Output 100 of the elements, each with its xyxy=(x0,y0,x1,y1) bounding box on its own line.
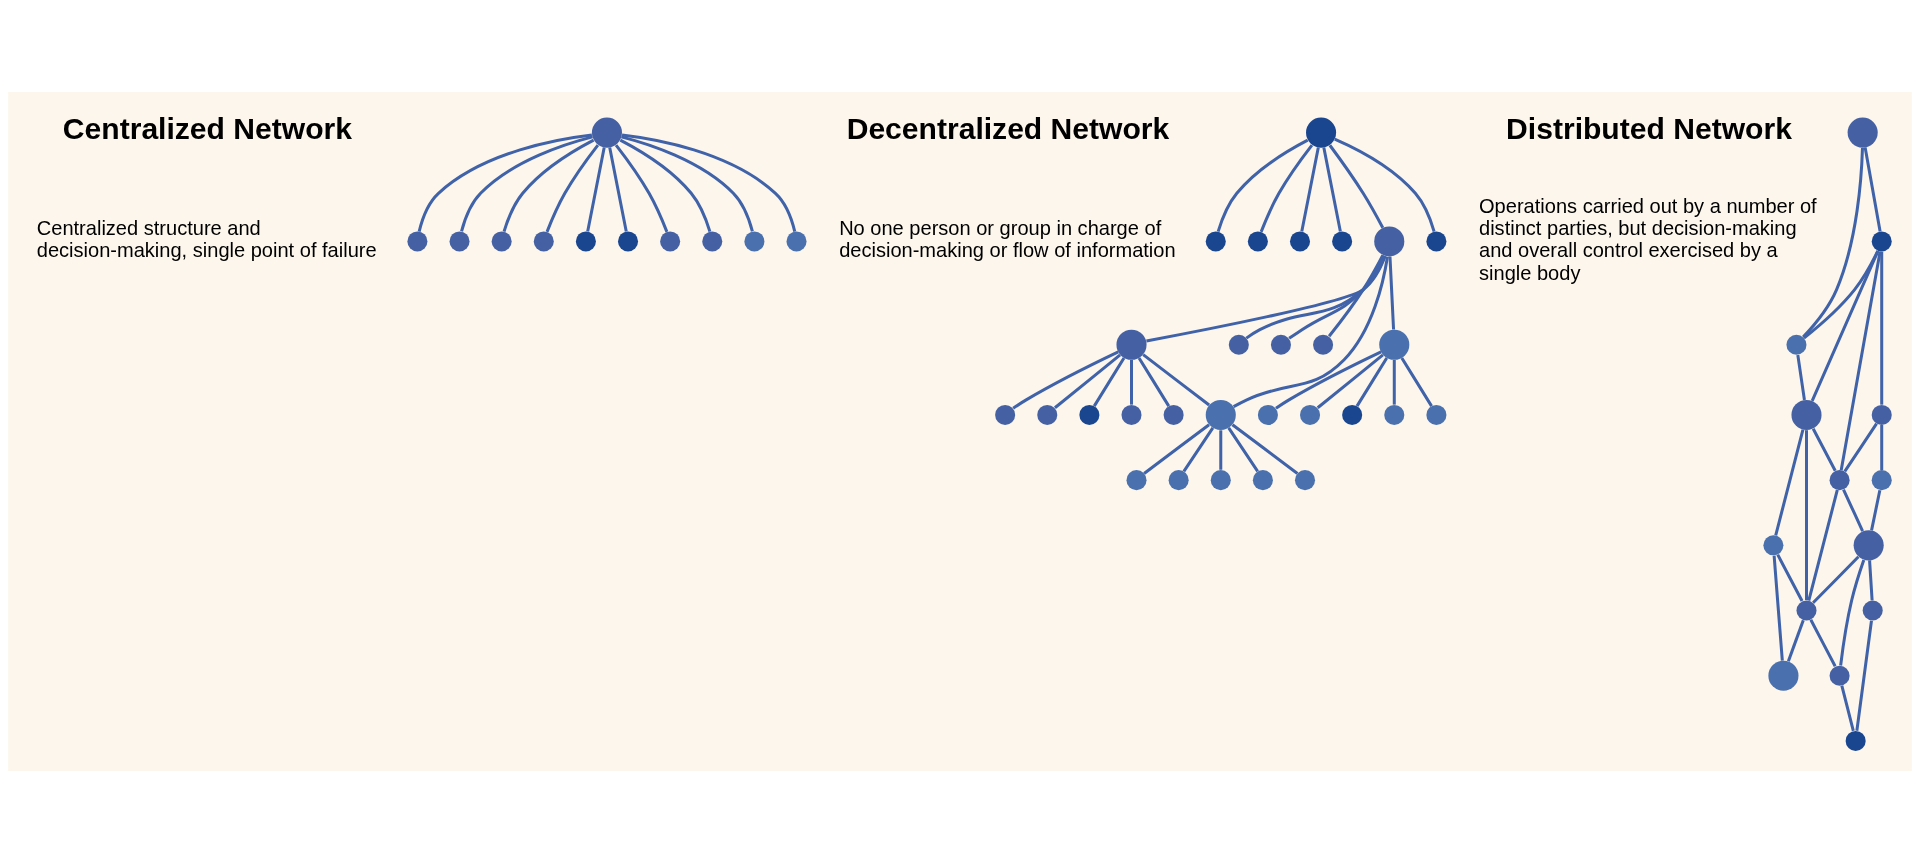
connector xyxy=(1216,138,1309,233)
node-circle xyxy=(1426,231,1447,252)
connector xyxy=(621,135,754,232)
connector xyxy=(619,138,712,233)
connector xyxy=(1092,357,1126,407)
connector xyxy=(1012,350,1119,410)
node-circle xyxy=(575,231,596,252)
node-circle xyxy=(1306,117,1337,148)
connector xyxy=(1774,429,1805,536)
label: Centralized Network xyxy=(62,112,353,146)
connector xyxy=(1130,359,1133,405)
connector xyxy=(1870,489,1882,531)
connector xyxy=(1842,489,1864,532)
connector xyxy=(1227,427,1259,473)
node-circle xyxy=(1829,665,1850,686)
connector xyxy=(1843,422,1878,473)
connector xyxy=(1880,251,1884,405)
node-circle xyxy=(1768,660,1799,691)
node-circle xyxy=(1163,404,1184,425)
connector xyxy=(1880,425,1884,471)
label: Distributed Network xyxy=(1506,112,1792,146)
node-circle xyxy=(660,231,681,252)
connector xyxy=(1232,256,1389,408)
connector xyxy=(1772,555,1784,661)
connector xyxy=(1143,423,1210,475)
node-circle xyxy=(786,231,807,252)
node-circle xyxy=(1126,470,1147,491)
connector xyxy=(1259,144,1314,233)
node-circle xyxy=(1796,600,1817,621)
node-circle xyxy=(1168,470,1189,491)
node-circle xyxy=(1205,399,1236,430)
node-circle xyxy=(1210,470,1231,491)
connector xyxy=(1840,685,1855,732)
node-circle xyxy=(1205,231,1226,252)
connector xyxy=(1803,250,1880,340)
node-circle xyxy=(1847,117,1878,148)
connector xyxy=(1863,147,1882,232)
connector xyxy=(1809,619,1837,667)
node-circle xyxy=(1228,334,1249,355)
node-circle xyxy=(995,404,1016,425)
connector xyxy=(1855,620,1873,731)
node-circle xyxy=(1853,530,1884,561)
connector xyxy=(1328,144,1385,229)
node-circle xyxy=(1786,334,1807,355)
node-circle xyxy=(744,231,765,252)
connector xyxy=(1327,254,1385,338)
node-circle xyxy=(533,231,554,252)
node-circle xyxy=(449,231,470,252)
connector xyxy=(1355,357,1389,407)
node-circle xyxy=(1295,470,1316,491)
node-circle xyxy=(1300,404,1321,425)
connector xyxy=(1300,147,1320,232)
connector xyxy=(1288,255,1386,340)
connector xyxy=(1839,559,1866,666)
label: No one person or group in charge of decision-making or flow of information xyxy=(839,217,1176,262)
node-circle xyxy=(491,231,512,252)
node-circle xyxy=(1079,404,1100,425)
node-circle xyxy=(1313,334,1334,355)
connector xyxy=(1786,619,1805,662)
connector xyxy=(1219,430,1223,470)
connector xyxy=(614,144,669,233)
connector xyxy=(545,144,600,233)
connector xyxy=(1388,256,1396,330)
node-circle xyxy=(1332,231,1353,252)
connector xyxy=(460,135,593,232)
label: Centralized structure and decision-making, single point of failure xyxy=(36,217,377,262)
connector xyxy=(1275,350,1382,410)
connector xyxy=(1839,251,1882,471)
node-circle xyxy=(702,231,723,252)
label: Decentralized Network xyxy=(846,112,1170,146)
connector xyxy=(1146,255,1387,343)
node-circle xyxy=(1037,404,1058,425)
connector xyxy=(1231,423,1299,475)
node-circle xyxy=(1342,404,1363,425)
connector xyxy=(1805,430,1808,601)
node-circle xyxy=(591,117,622,148)
node-circle xyxy=(1871,404,1892,425)
connector xyxy=(608,147,628,232)
connector xyxy=(1812,555,1860,604)
connector xyxy=(1868,560,1874,601)
connector xyxy=(1810,250,1880,402)
node-circle xyxy=(1871,231,1892,252)
node-circle xyxy=(1426,404,1447,425)
connector xyxy=(417,133,593,232)
node-circle xyxy=(1791,399,1822,430)
connector xyxy=(1392,359,1396,405)
connector xyxy=(1316,353,1384,409)
connector xyxy=(1182,427,1215,473)
node-circle xyxy=(1289,231,1311,252)
node-circle xyxy=(1252,470,1273,491)
connector xyxy=(1142,353,1210,407)
connector xyxy=(1796,354,1806,401)
label: Operations carried out by a number of distinct parties, but decision-making and overall control exercised by a single body xyxy=(1479,195,1817,284)
node-circle xyxy=(1379,329,1410,360)
connector xyxy=(586,147,606,232)
node-circle xyxy=(1257,404,1278,425)
connector xyxy=(1811,428,1837,472)
node-circle xyxy=(407,231,428,252)
node-circle xyxy=(1270,334,1291,355)
connector xyxy=(1334,137,1436,233)
